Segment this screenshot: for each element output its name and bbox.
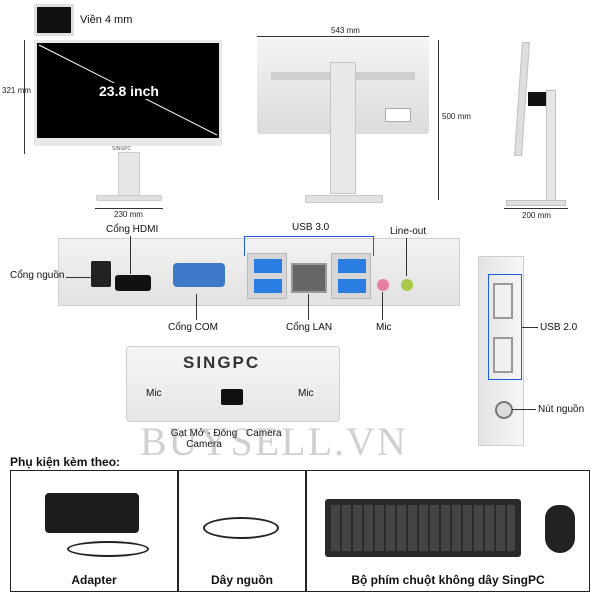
accessories-heading: Phụ kiện kèm theo:: [10, 455, 121, 469]
screen-size-label: 23.8 inch: [95, 83, 163, 99]
accessory-adapter: Adapter: [10, 470, 178, 592]
adapter-image: [45, 493, 139, 533]
usb2-label: USB 2.0: [540, 322, 578, 333]
camera-module-image: SINGPC: [126, 346, 340, 422]
back-height-dimension-line: [438, 40, 439, 200]
rear-sticker: [385, 108, 411, 122]
lineout-label: Line-out: [390, 226, 427, 237]
mic-leader-line: [382, 292, 383, 320]
camera-lens: [221, 389, 243, 405]
lan-leader-line: [308, 294, 309, 320]
adapter-cable-image: [67, 541, 149, 557]
com-leader-line: [196, 294, 197, 320]
hdmi-label: Cổng HDMI: [106, 224, 159, 235]
mic-jack: [377, 279, 389, 291]
usb3-port: [338, 279, 366, 293]
mic-right-label: Mic: [298, 388, 314, 399]
usb3-port: [254, 279, 282, 293]
camera-brand: SINGPC: [183, 353, 261, 372]
accessory-label: Dây nguồn: [211, 573, 273, 587]
back-stand-base: [305, 195, 383, 203]
back-height-label: 500 mm: [442, 112, 471, 121]
usb-block-right: [331, 253, 371, 299]
front-height-label: 321 mm: [2, 86, 31, 95]
hdmi-port: [115, 275, 151, 291]
camera-label: Camera: [246, 428, 282, 439]
com-port: [173, 263, 225, 287]
usb2-port: [493, 283, 513, 319]
accessory-label: Bộ phím chuột không dây SingPC: [351, 573, 545, 587]
power-button: [495, 401, 513, 419]
usb3-port: [254, 259, 282, 273]
power-port: [91, 261, 111, 287]
lineout-leader-line: [406, 238, 407, 276]
power-port-label: Cổng nguồn: [10, 270, 65, 281]
power-cord-image: [203, 517, 279, 539]
side-stand-base: [506, 200, 566, 206]
accessory-power-cord: Dây nguồn: [178, 470, 306, 592]
width-dimension-line: [95, 208, 163, 209]
accessory-keyboard-mouse: Bộ phím chuột không dây SingPC: [306, 470, 590, 592]
front-width-label: 230 mm: [114, 210, 143, 219]
keyboard-keys: [331, 505, 515, 551]
bezel-sample-image: [34, 4, 74, 36]
keyboard-image: [325, 499, 521, 557]
power-button-label: Nút nguồn: [538, 404, 585, 415]
front-brand-text: SINGPC: [112, 146, 132, 152]
mouse-image: [545, 505, 575, 553]
usb3-port: [338, 259, 366, 273]
side-stand: [546, 90, 556, 202]
side-depth-label: 200 mm: [522, 211, 551, 220]
front-monitor-image: 23.8 inch: [34, 40, 222, 146]
watermark: BUYSELL.VN: [140, 419, 408, 464]
lineout-jack: [401, 279, 413, 291]
mic-left-label: Mic: [146, 388, 162, 399]
power-button-leader-line: [512, 409, 536, 410]
back-width-label: 543 mm: [331, 26, 360, 35]
back-width-dimension-line: [257, 36, 429, 37]
back-stand: [330, 62, 356, 194]
mic-port-label: Mic: [376, 322, 392, 333]
side-port-panel-image: [478, 256, 524, 446]
usb3-label: USB 3.0: [292, 222, 330, 233]
accessory-label: Adapter: [71, 573, 117, 587]
side-hinge: [528, 92, 550, 106]
side-depth-dimension-line: [504, 208, 568, 209]
front-stand-base: [96, 195, 162, 201]
usb3-bracket: [244, 236, 374, 256]
power-leader-line: [66, 277, 92, 278]
lan-port: [291, 263, 327, 293]
lan-label: Cổng LAN: [286, 322, 333, 333]
io-panel-image: [58, 238, 460, 306]
usb2-leader-line: [522, 327, 538, 328]
front-stand: [118, 152, 140, 196]
com-label: Cổng COM: [168, 322, 219, 333]
usb-block-left: [247, 253, 287, 299]
hdmi-leader-line: [130, 236, 131, 274]
bezel-label: Viền 4 mm: [80, 14, 133, 26]
shutter-label: Gạt Mở - Đóng Camera: [170, 428, 238, 450]
usb2-port: [493, 337, 513, 373]
usb2-bracket: [488, 274, 522, 380]
height-dimension-line: [24, 40, 25, 154]
